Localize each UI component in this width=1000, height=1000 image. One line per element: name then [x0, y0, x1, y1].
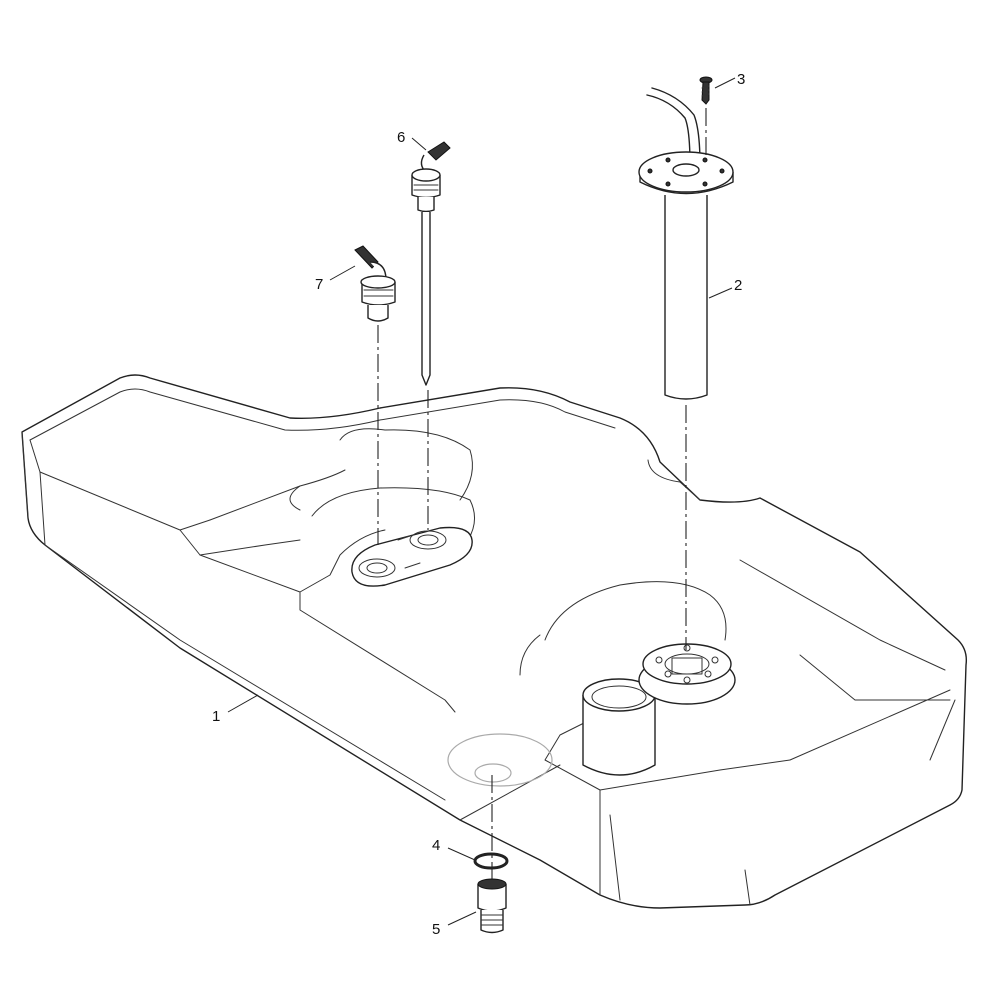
fuel-tank: [21, 374, 968, 909]
assembly-lines: [377, 108, 707, 880]
vent-pipe-fitting: [411, 141, 451, 386]
callout-2: 2: [734, 277, 742, 294]
callouts: 1 2 3 4 5 6 7: [212, 71, 745, 938]
sender-screw: [699, 76, 713, 105]
callout-6: 6: [397, 129, 405, 146]
callout-5: 5: [432, 921, 440, 938]
callout-1: 1: [212, 708, 220, 725]
leader-lines: [227, 77, 736, 926]
callout-3: 3: [737, 71, 745, 88]
callout-7: 7: [315, 276, 323, 293]
drain-plug: [477, 878, 507, 934]
return-fitting: [354, 245, 396, 322]
drain-o-ring: [473, 852, 509, 870]
fuel-level-sender: [638, 87, 734, 400]
callout-4: 4: [432, 837, 440, 854]
